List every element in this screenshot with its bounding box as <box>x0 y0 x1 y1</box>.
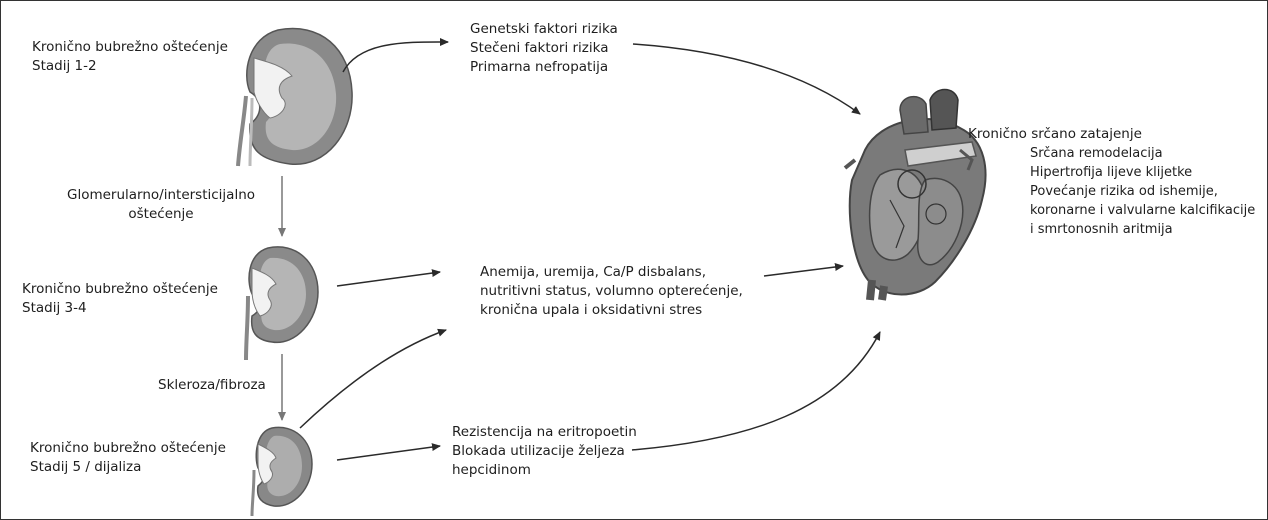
outcome-item: i smrtonosnih aritmija <box>1030 222 1173 237</box>
kidney-icon <box>236 27 353 167</box>
factor-to-heart-arrow <box>763 263 844 277</box>
stage-label-line: Stadij 5 / dijaliza <box>30 459 142 475</box>
stage-label: Kronično bubrežno oštećenje Stadij 5 / d… <box>30 439 226 477</box>
kidney-to-factor-arrow <box>342 37 449 73</box>
transition-label: Glomerularno/intersticijalno oštećenje <box>46 186 276 224</box>
outcome-list: Srčana remodelacija Hipertrofija lijeve … <box>1030 144 1255 239</box>
stage-label-line: Kronično bubrežno oštećenje <box>22 281 218 297</box>
heart-icon <box>843 88 987 301</box>
kidney-icon <box>250 426 313 517</box>
factor-to-heart-arrow <box>631 331 881 451</box>
transition-label-line: Glomerularno/intersticijalno <box>66 187 256 203</box>
factor-label: Anemija, uremija, Ca/P disbalans, nutrit… <box>480 263 743 320</box>
outcome-item: Hipertrofija lijeve klijetke <box>1030 165 1193 180</box>
factor-label: Genetski faktori rizika Stečeni faktori … <box>470 20 618 77</box>
stage-label-line: Stadij 1-2 <box>32 58 97 74</box>
stage-label: Kronično bubrežno oštećenje Stadij 1-2 <box>32 38 228 76</box>
kidney-to-factor-arrow <box>299 328 447 429</box>
factor-to-heart-arrow <box>632 43 861 115</box>
outcome-item: koronarne i valvularne kalcifikacije <box>1030 203 1256 218</box>
outcome-item: Srčana remodelacija <box>1030 146 1163 161</box>
stage-label-line: Kronično bubrežno oštećenje <box>32 39 228 55</box>
factor-label-line: Anemija, uremija, Ca/P disbalans, <box>480 264 707 280</box>
factor-label-line: Rezistencija na eritropoetin <box>452 424 637 440</box>
factor-label-line: Primarna nefropatija <box>470 59 609 75</box>
stage-label-line: Stadij 3-4 <box>22 300 87 316</box>
factor-label: Rezistencija na eritropoetin Blokada uti… <box>452 423 637 480</box>
factor-label-line: Genetski faktori rizika <box>470 21 618 37</box>
stage-label: Kronično bubrežno oštećenje Stadij 3-4 <box>22 280 218 318</box>
kidney-icon <box>244 246 319 361</box>
factor-label-line: hepcidinom <box>452 462 531 478</box>
outcome-title: Kronično srčano zatajenje <box>968 126 1142 142</box>
transition-label: Skleroza/fibroza <box>158 376 266 395</box>
factor-label-line: Blokada utilizacije željeza <box>452 443 625 459</box>
factor-label-line: kronična upala i oksidativni stres <box>480 302 703 318</box>
factor-label-line: Stečeni faktori rizika <box>470 40 609 56</box>
transition-label-line: Skleroza/fibroza <box>158 377 266 393</box>
kidney-to-factor-arrow <box>336 443 441 461</box>
stage-label-line: Kronično bubrežno oštećenje <box>30 440 226 456</box>
transition-label-line: oštećenje <box>128 206 194 222</box>
factor-label-line: nutritivni status, volumno opterećenje, <box>480 283 743 299</box>
kidney-to-factor-arrow <box>336 269 441 287</box>
outcome-item: Povećanje rizika od ishemije, <box>1030 184 1218 199</box>
